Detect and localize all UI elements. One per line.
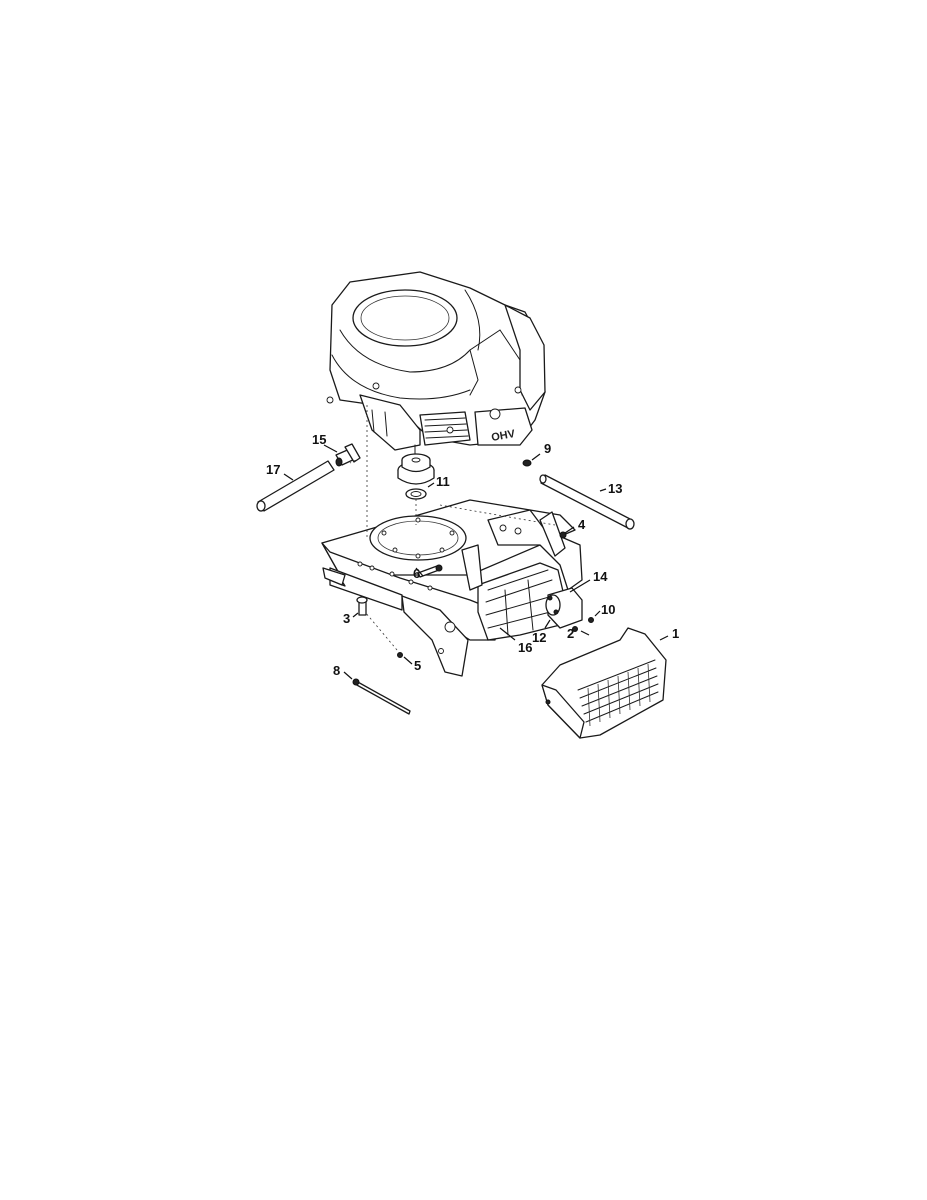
callout-4: 4 [578,517,586,532]
svg-text:OHV: OHV [490,428,516,444]
callout-labels: 1 2 3 4 5 6 8 9 10 11 12 13 14 15 16 17 [266,432,679,678]
callout-9: 9 [544,441,551,456]
callout-14: 14 [593,569,608,584]
callout-2: 2 [567,626,574,641]
nut-9 [522,459,532,467]
muffler-16 [461,511,566,641]
screw-2 [572,626,578,632]
engine-pulley [397,453,435,485]
callout-1: 1 [672,626,679,641]
alignment-lines [349,457,556,651]
screw-10 [588,617,594,623]
washer-11 [405,488,427,525]
callout-15: 15 [312,432,326,447]
screw-4 [559,531,567,539]
callout-16: 16 [518,640,532,655]
tube-17 [256,460,335,512]
callout-5: 5 [414,658,421,673]
tube-13 [539,474,635,530]
callout-10: 10 [601,602,615,617]
callout-11: 11 [436,474,450,489]
callout-8: 8 [333,663,340,678]
bolt-6 [417,564,443,578]
bolt-3 [356,596,368,616]
frame-assembly [321,499,583,677]
cable-tie-8 [352,678,411,715]
callout-3: 3 [343,611,350,626]
engine: OHV [326,271,546,540]
callout-13: 13 [608,481,622,496]
deflector-14 [545,587,583,629]
screw-5 [397,652,403,658]
callout-12: 12 [532,630,546,645]
callout-17: 17 [266,462,280,477]
fitting-15 [335,443,361,467]
callout-6: 6 [413,566,420,581]
muffler-guard-1 [541,627,667,739]
leader-lines [283,444,669,680]
